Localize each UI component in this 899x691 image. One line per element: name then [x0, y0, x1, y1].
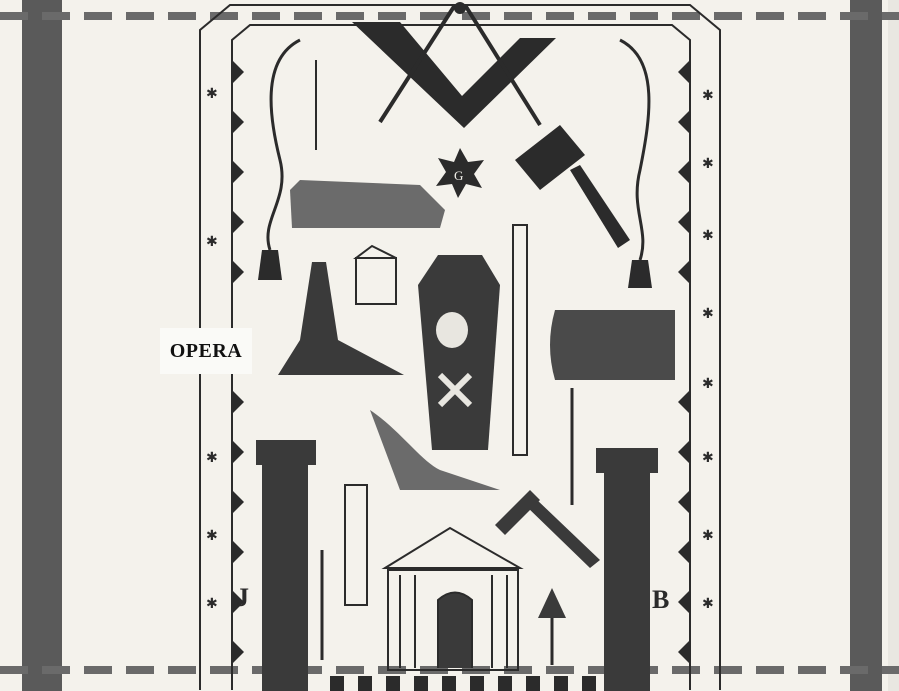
- scroll-case: [344, 484, 368, 606]
- column-right: [596, 448, 658, 691]
- svg-text:✱: ✱: [702, 156, 714, 172]
- perfect-ashlar: [353, 244, 397, 305]
- checkered-border-right: [678, 60, 690, 664]
- svg-text:✱: ✱: [206, 86, 218, 102]
- right-frame-bar: [850, 0, 882, 691]
- svg-text:✱: ✱: [702, 596, 714, 612]
- hammer: [495, 490, 600, 568]
- opera-label: OPERA: [160, 328, 252, 374]
- svg-text:✱: ✱: [702, 528, 714, 544]
- square-and-compasses: [352, 2, 556, 128]
- column-left: [256, 440, 316, 691]
- column-letter-b: B: [652, 585, 669, 614]
- svg-text:✱: ✱: [206, 596, 218, 612]
- svg-text:✱: ✱: [206, 528, 218, 544]
- right-edge-strip: [888, 0, 899, 691]
- checkered-border-left: [232, 60, 244, 664]
- left-frame-bar: [22, 0, 62, 691]
- triangle: [538, 588, 566, 618]
- apron-inner-border: [231, 24, 691, 690]
- svg-text:✱: ✱: [702, 376, 714, 392]
- temple: [381, 526, 524, 671]
- skull: [436, 312, 468, 348]
- svg-text:✱: ✱: [702, 88, 714, 104]
- mallet: [515, 125, 630, 248]
- svg-text:✱: ✱: [702, 228, 714, 244]
- tracing-board: [550, 310, 675, 380]
- crossbones: [437, 372, 473, 408]
- right-tassel: [628, 260, 652, 288]
- column-letter-j: J: [236, 583, 249, 612]
- right-cord: [619, 38, 651, 261]
- svg-text:✱: ✱: [206, 450, 218, 466]
- gauge-ruler: [512, 224, 528, 456]
- left-cord: [266, 38, 301, 251]
- svg-text:✱: ✱: [702, 306, 714, 322]
- acacia-sprig: [370, 410, 500, 490]
- blazing-star: [436, 148, 484, 198]
- svg-text:✱: ✱: [206, 234, 218, 250]
- star-letter: G: [454, 168, 463, 183]
- border-stars: ✱ ✱ ✱ ✱ ✱ ✱ ✱ ✱ ✱ ✱ ✱ ✱ ✱: [206, 86, 714, 612]
- level-tool: [278, 262, 404, 375]
- checkered-floor: [330, 676, 596, 691]
- svg-text:✱: ✱: [702, 450, 714, 466]
- left-tassel: [258, 250, 282, 280]
- coffin: [418, 255, 500, 450]
- rough-ashlar: [290, 180, 445, 228]
